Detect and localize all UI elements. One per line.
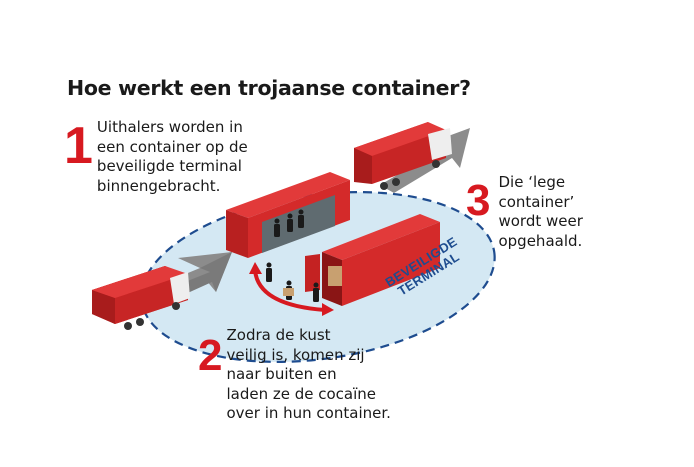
step-2: 2 Zodra de kust veilig is, komen zij naa… — [198, 326, 391, 424]
step-text: Zodra de kust veilig is, komen zij naar … — [226, 326, 391, 422]
person-icon — [274, 209, 304, 237]
truck-leaving — [354, 122, 452, 190]
target-container — [305, 214, 440, 306]
trojan-container — [226, 172, 350, 258]
truck-entering — [92, 266, 190, 330]
step-text: Uithalers worden in een container op de … — [96, 118, 248, 195]
step-1: 1 Uithalers worden in een container op d… — [64, 118, 248, 196]
step-number: 2 — [198, 331, 223, 380]
transfer-arrow-icon — [249, 262, 334, 316]
step-number: 3 — [466, 176, 491, 225]
step-3: 3 Die ‘lege container’ wordt weer opgeha… — [466, 173, 583, 251]
smugglers — [266, 262, 319, 302]
page-title: Hoe werkt een trojaanse container? — [67, 76, 471, 100]
step-text: Die ‘lege container’ wordt weer opgehaal… — [498, 173, 583, 250]
step-number: 1 — [64, 117, 93, 175]
